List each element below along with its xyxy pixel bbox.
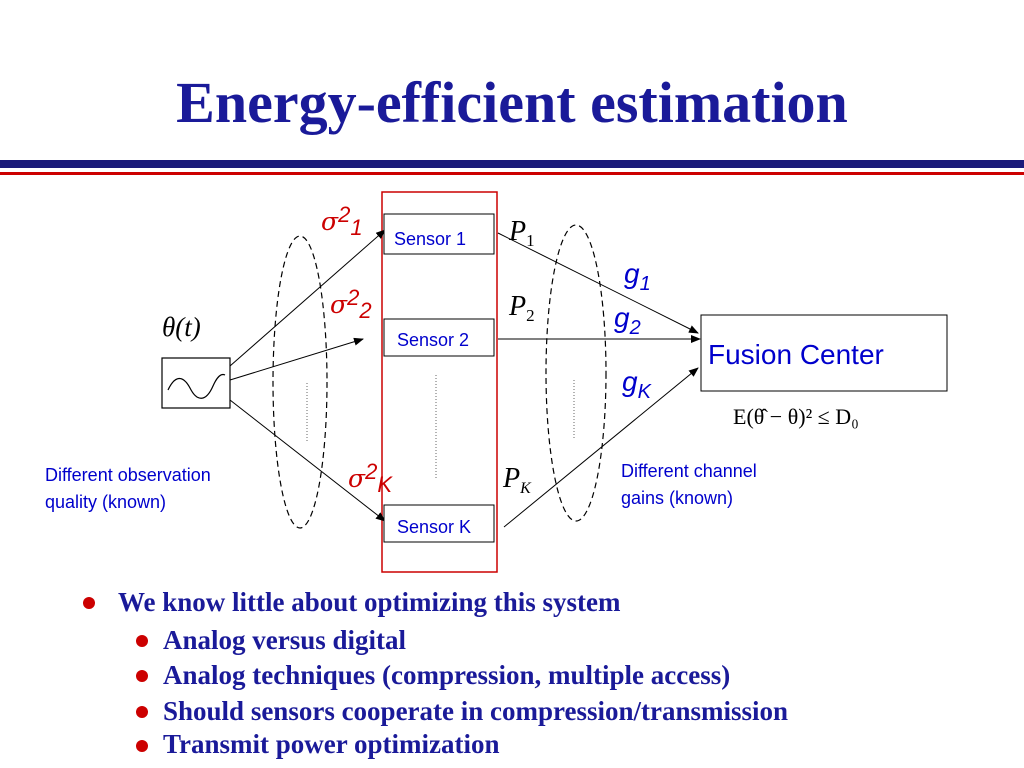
gain-label-1: g1 <box>624 258 651 295</box>
sub-bullet-2: Analog techniques (compression, multiple… <box>163 660 731 690</box>
gain-label-1-base: g <box>624 258 640 289</box>
title-rule-red <box>0 172 1024 175</box>
bullet-dot <box>136 706 148 718</box>
noise-label-1-sub: 1 <box>350 215 362 240</box>
channel-note-line-2: gains (known) <box>621 488 733 508</box>
source-signal-box <box>161 357 231 409</box>
sine-wave-icon <box>167 373 226 399</box>
observation-note-line-2: quality (known) <box>45 492 166 512</box>
power-label-2: P2 <box>508 291 535 325</box>
sensor-2-box <box>383 318 495 357</box>
arrow-source-sensor-k <box>229 399 386 522</box>
noise-label-k: σ2K <box>348 459 393 497</box>
power-label-k: PK <box>502 463 532 497</box>
arrow-sensor-k-fusion <box>503 367 699 528</box>
slide-title: Energy-efficient estimation <box>176 70 848 135</box>
noise-label-2-sup: 2 <box>346 285 359 310</box>
noise-label-1-sup: 2 <box>337 202 350 227</box>
power-label-k-base: P <box>502 463 520 494</box>
observation-note-line-1: Different observation <box>45 465 211 485</box>
sensor-1-box <box>383 213 495 255</box>
power-label-2-base: P <box>508 291 526 322</box>
sub-bullet-3: Should sensors cooperate in compression/… <box>163 696 789 726</box>
sensor-2-label: Sensor 2 <box>397 330 469 350</box>
gain-label-2: g2 <box>614 302 641 339</box>
noise-label-k-sub: K <box>377 472 393 497</box>
title-rule-navy <box>0 160 1024 168</box>
arrow-source-sensor-2 <box>229 337 364 381</box>
gain-label-2-base: g <box>614 302 630 333</box>
sub-bullet-1: Analog versus digital <box>163 625 407 655</box>
power-label-1-base: P <box>508 216 526 247</box>
bullet-main: We know little about optimizing this sys… <box>118 587 621 617</box>
noise-label-k-sup: 2 <box>364 459 377 484</box>
power-label-1: P1 <box>508 216 535 250</box>
gain-label-1-sub: 1 <box>640 273 651 295</box>
distortion-constraint: E(θ̂ − θ)² ≤ D₀ <box>733 404 859 429</box>
bullet-dot <box>136 740 148 752</box>
noise-label-2-base: σ <box>330 290 348 319</box>
arrow-sensor-1-fusion <box>497 232 699 334</box>
sensor-k-label: Sensor K <box>397 517 471 537</box>
power-label-k-sub: K <box>519 480 532 497</box>
fusion-center-label: Fusion Center <box>708 339 884 370</box>
fusion-center-box <box>700 314 948 392</box>
bullet-dot <box>83 597 95 609</box>
sub-bullet-4: Transmit power optimization <box>163 729 500 759</box>
noise-label-1-base: σ <box>321 207 339 236</box>
gain-label-2-sub: 2 <box>629 317 641 339</box>
power-label-1-sub: 1 <box>526 231 535 250</box>
gain-label-k-base: g <box>622 366 638 397</box>
sensor-group-box <box>381 191 498 573</box>
bullet-dot <box>136 670 148 682</box>
sensor-k-box <box>383 504 495 543</box>
channel-note-line-1: Different channel <box>621 461 757 481</box>
sensor-network-diagram: Sensor 1 Sensor 2 Sensor K Fusion Center… <box>45 191 948 573</box>
source-label: θ(t) <box>162 312 201 342</box>
noise-label-2: σ22 <box>330 285 372 323</box>
noise-label-k-base: σ <box>348 464 366 493</box>
arrow-source-sensor-1 <box>229 229 386 367</box>
gain-label-k-sub: K <box>638 381 653 403</box>
sensor-1-label: Sensor 1 <box>394 229 466 249</box>
noise-label-2-sub: 2 <box>358 298 371 323</box>
power-label-2-sub: 2 <box>526 306 535 325</box>
noise-label-1: σ21 <box>321 202 363 240</box>
channel-ellipse <box>545 224 607 522</box>
observation-ellipse <box>272 235 328 529</box>
gain-label-k: gK <box>622 366 653 403</box>
bullet-dot <box>136 635 148 647</box>
